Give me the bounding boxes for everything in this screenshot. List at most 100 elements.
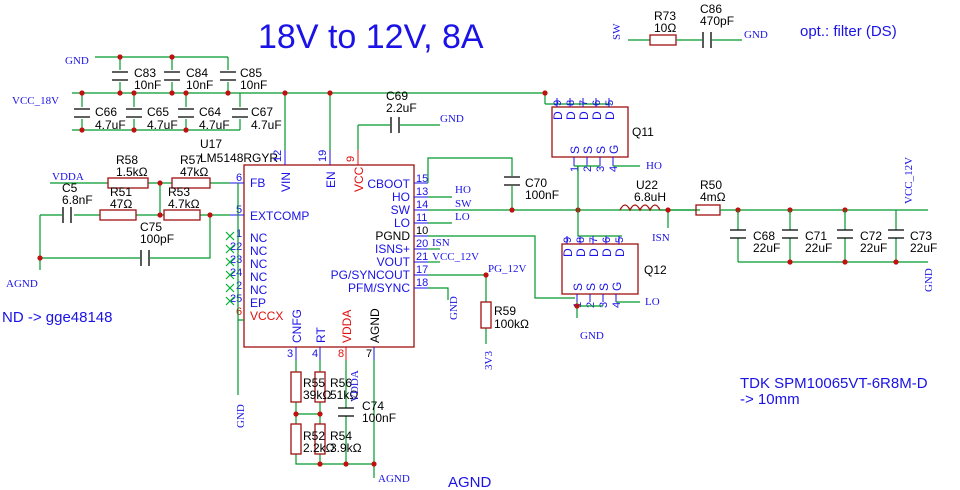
r53-value: 4.7kΩ <box>168 197 200 211</box>
c73-value: 22uF <box>910 241 937 255</box>
pin-number: 22 <box>230 241 242 253</box>
sw-net-label: SW <box>455 198 472 210</box>
pin-label-en: EN <box>324 171 338 188</box>
capacitor-c65 <box>126 108 142 118</box>
pin-number: 6 <box>591 100 603 106</box>
c86-ref: C86 <box>700 2 722 16</box>
wire <box>427 157 513 183</box>
capacitor-c71 <box>782 229 798 239</box>
c68-ref: C68 <box>753 229 775 243</box>
pin-number: 7 <box>366 348 372 360</box>
capacitor-c86 <box>702 32 712 48</box>
pin-label-rt: RT <box>314 327 328 343</box>
pin-number: 7 <box>588 237 600 243</box>
pin-number: 2 <box>585 302 597 308</box>
wire <box>577 210 622 237</box>
c73-ref: C73 <box>910 229 932 243</box>
junction <box>293 411 299 417</box>
pin-number: 6 <box>601 237 613 243</box>
pin-label-d: D <box>613 248 627 257</box>
pin-label-d: D <box>577 111 591 120</box>
pin-label-vdda: VDDA <box>340 310 354 343</box>
schematic-title: 18V to 12V, 8A <box>258 18 484 56</box>
junction <box>842 259 848 265</box>
c64-ref: C64 <box>199 105 221 119</box>
pin-number: 2 <box>236 280 242 292</box>
capacitor-c68 <box>730 229 746 239</box>
r54-ref: R54 <box>330 429 352 443</box>
c5-ref: C5 <box>62 181 78 195</box>
resistor-r73 <box>649 34 677 46</box>
r50-value: 4mΩ <box>700 190 726 204</box>
l22-ref: U22 <box>636 178 658 192</box>
c64-value: 4.7uF <box>199 118 230 132</box>
r52-value: 2.2kΩ <box>303 441 335 455</box>
r57-value: 47kΩ <box>180 165 208 179</box>
c5-value: 6.8nF <box>62 193 93 207</box>
pin-label-s: S <box>568 146 582 154</box>
capacitor-c5 <box>62 207 72 223</box>
c68-value: 22uF <box>753 241 780 255</box>
r55-ref: R55 <box>303 376 325 390</box>
vcc18v-net-label: VCC_18V <box>12 95 59 107</box>
junction <box>317 461 323 467</box>
gnd-net-label: GND <box>448 296 460 320</box>
c85-value: 10nF <box>240 78 267 92</box>
c70-ref: C70 <box>525 176 547 190</box>
pin-label-s: S <box>581 146 595 154</box>
junction <box>183 90 189 96</box>
pin-number: 7 <box>578 100 590 106</box>
junction <box>542 90 548 96</box>
junction <box>169 54 175 60</box>
c83-ref: C83 <box>134 66 156 80</box>
r53-ref: R53 <box>168 185 190 199</box>
pin-number: 20 <box>416 238 428 250</box>
capacitor-c83 <box>112 71 128 81</box>
ic-designator: U17 <box>200 137 222 151</box>
r56-ref: R56 <box>330 376 352 390</box>
pin-number: 9 <box>552 100 564 106</box>
gnd-net-label: GND <box>235 404 247 428</box>
junction <box>327 90 333 96</box>
r59-value: 100kΩ <box>494 317 529 331</box>
junction <box>157 180 163 186</box>
l22-value: 6.8uH <box>634 190 666 204</box>
pin-label-d: D <box>600 248 614 257</box>
pin-number: 10 <box>416 225 428 237</box>
r58-value: 1.5kΩ <box>116 165 148 179</box>
vcc12v-net-label: VCC_12V <box>903 157 915 204</box>
capacitor-c74 <box>338 407 354 417</box>
capacitor-c72 <box>837 229 853 239</box>
gnd-net-label: GND <box>440 113 464 125</box>
agnd-net-label: AGND <box>6 278 38 290</box>
junction <box>483 272 489 278</box>
gnd-net-label: GND <box>744 29 768 41</box>
pin-label-s: S <box>594 146 608 154</box>
pin-number: 14 <box>416 199 428 211</box>
capacitor-c75 <box>140 250 150 266</box>
gnd-net-label: GND <box>923 268 935 292</box>
c69-ref: C69 <box>386 89 408 103</box>
mosfet-q12: 9 8 7 6 5 D D D D D S S S G 1 2 3 4 Q12 … <box>561 210 667 342</box>
replace-note: ND -> gge48148 <box>2 309 113 326</box>
pin-label-nc: NC <box>250 231 268 245</box>
q12-body <box>561 243 639 295</box>
pin-number: 5 <box>604 100 616 106</box>
pin-label-pfm: PFM/SYNC <box>348 281 410 295</box>
r55-value: 39kΩ <box>303 388 331 402</box>
pin-number: 25 <box>230 293 242 305</box>
wire <box>428 235 575 299</box>
pin-number: 1 <box>236 228 242 240</box>
pin-number: 21 <box>416 251 428 263</box>
c65-ref: C65 <box>147 105 169 119</box>
resistor-r53 <box>163 209 201 221</box>
pin-number: 8 <box>565 100 577 106</box>
junction <box>574 303 580 309</box>
pin-label-nc: NC <box>250 244 268 258</box>
agnd-bottom-label: AGND <box>448 474 492 490</box>
r56-value: 51kΩ <box>330 388 358 402</box>
pin-label-cboot: CBOOT <box>367 177 410 191</box>
pin-number: 12 <box>272 150 284 162</box>
q11-ref: Q11 <box>632 125 654 139</box>
r58-ref: R58 <box>116 153 138 167</box>
